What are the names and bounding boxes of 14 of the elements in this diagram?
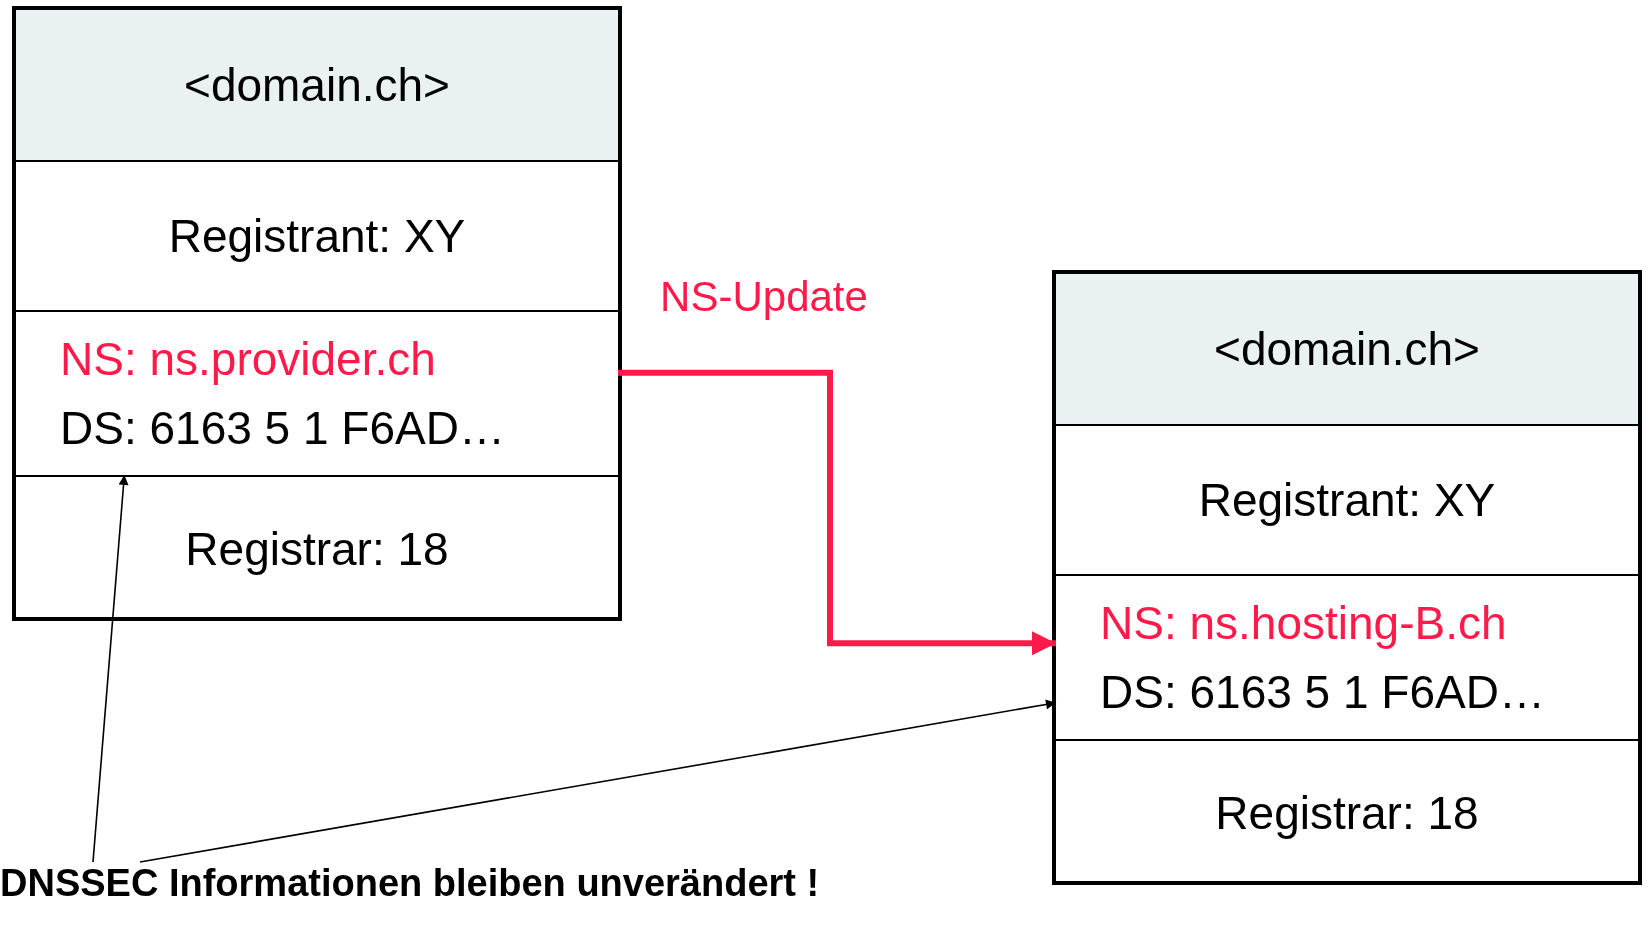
domain-header: <domain.ch> — [1056, 274, 1638, 424]
record-table — [1052, 270, 1642, 885]
registrant-row: Registrant: XY — [1056, 424, 1638, 574]
note-text: DNSSEC Informationen bleiben unverändert ! — [0, 862, 1000, 912]
ds-record-text: DS: 6163 5 1 F6AD… — [60, 400, 505, 456]
domain-header: <domain.ch> — [16, 10, 618, 160]
record-table — [12, 6, 622, 621]
name-server-text: NS: ns.provider.ch — [60, 331, 436, 387]
registrant-row: Registrant: XY — [16, 160, 618, 310]
ds-record-text: DS: 6163 5 1 F6AD… — [1100, 664, 1545, 720]
registrar-row: Registrar: 18 — [1056, 739, 1638, 885]
name-server-text: NS: ns.hosting-B.ch — [1100, 595, 1507, 651]
registrar-row: Registrar: 18 — [16, 475, 618, 621]
leader-arrow — [92, 474, 129, 863]
